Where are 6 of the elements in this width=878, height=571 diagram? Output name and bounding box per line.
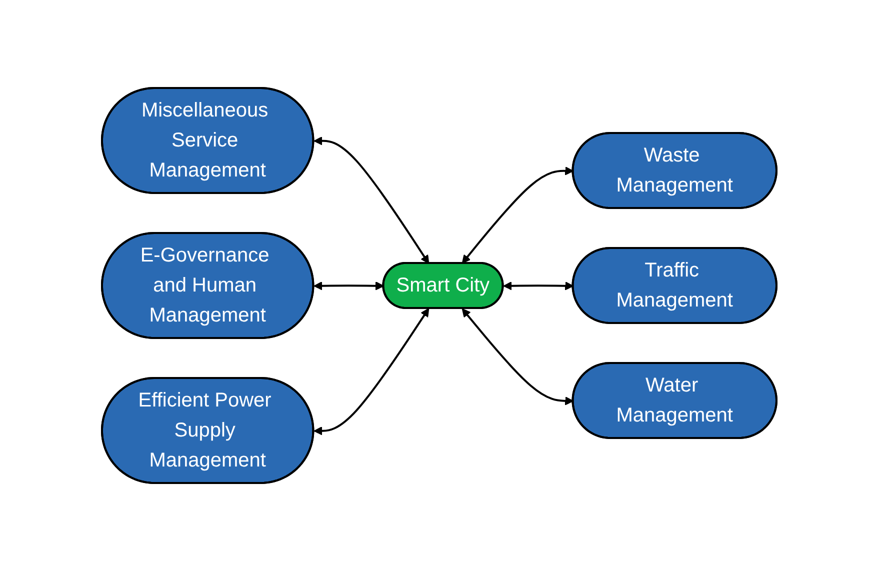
arrow: [462, 308, 574, 406]
arrow: [313, 281, 384, 290]
arrow: [462, 166, 574, 264]
arrow: [313, 308, 429, 436]
arrow: [313, 136, 429, 264]
arrow: [503, 281, 574, 290]
